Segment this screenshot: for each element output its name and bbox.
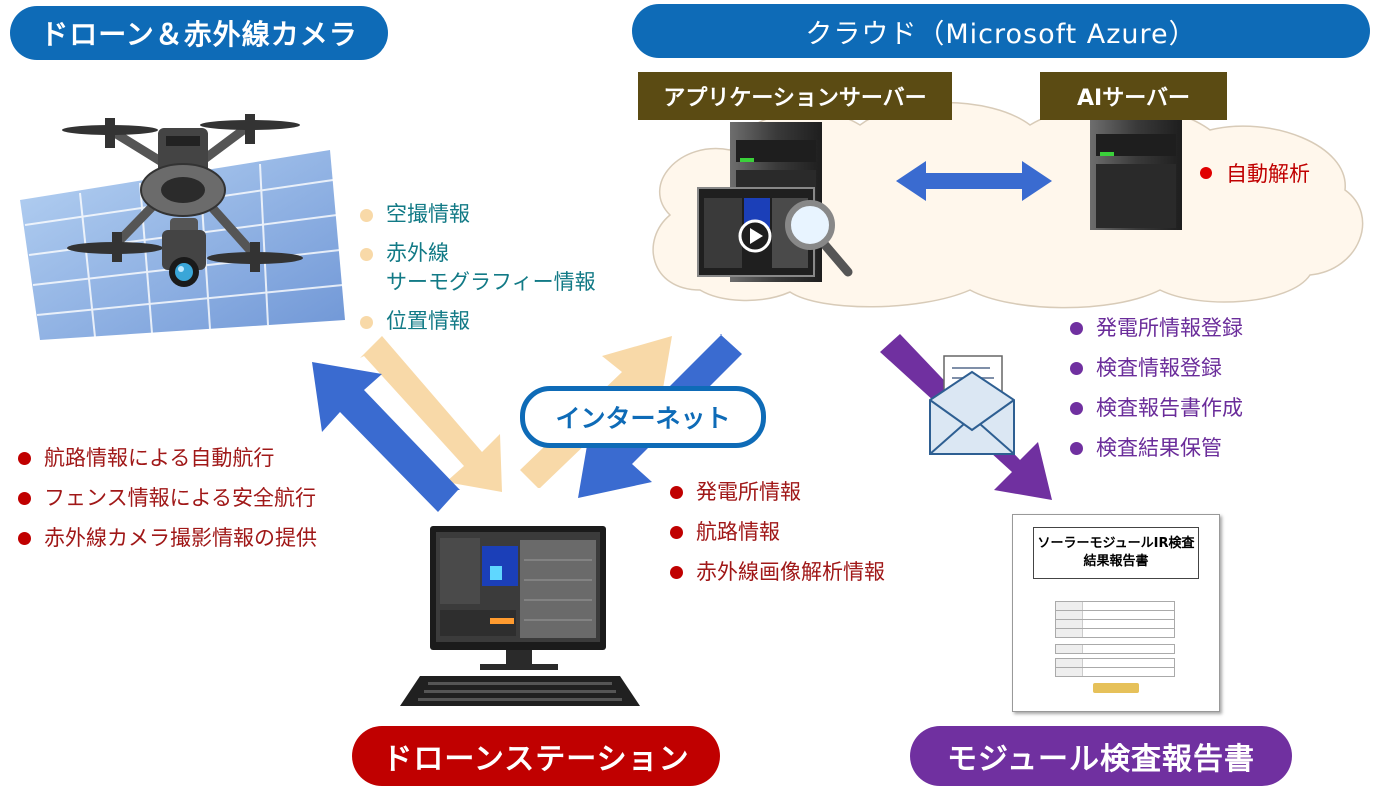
cloud-header: クラウド（Microsoft Azure） (632, 4, 1370, 58)
ai-server-image (1090, 118, 1182, 230)
list-item: 検査情報登録 (1066, 348, 1243, 388)
bullet-icon (1200, 167, 1212, 179)
bullet-icon (18, 492, 31, 505)
report-document-image: ソーラーモジュールIR検査 結果報告書 (1012, 514, 1220, 712)
bullet-icon (1070, 442, 1083, 455)
ai-server-label: AIサーバー (1040, 72, 1227, 120)
report-logo (1093, 683, 1139, 693)
list-item-label: 発電所情報登録 (1096, 316, 1243, 340)
list-item-label: フェンス情報による安全航行 (44, 486, 316, 510)
list-item: 航路情報 (666, 512, 885, 552)
ai-feature-label: 自動解析 (1226, 162, 1310, 186)
station-pc-image (400, 526, 640, 706)
module-report-header: モジュール検査報告書 (910, 726, 1292, 786)
internet-label: インターネット (520, 386, 766, 448)
internet-data-list: 発電所情報 航路情報 赤外線画像解析情報 (666, 472, 885, 592)
list-item-label: 発電所情報 (696, 480, 801, 504)
bullet-icon (1070, 322, 1083, 335)
list-item: 赤外線 サーモグラフィー情報 (356, 239, 596, 297)
report-title: ソーラーモジュールIR検査 結果報告書 (1033, 527, 1199, 579)
bullet-icon (1070, 362, 1083, 375)
list-item-label: 空撮情報 (386, 202, 470, 226)
bullet-icon (360, 209, 373, 222)
drone-camera-header: ドローン＆赤外線カメラ (10, 6, 388, 60)
list-item: 発電所情報登録 (1066, 308, 1243, 348)
bullet-icon (360, 248, 373, 261)
envelope-icon (929, 355, 1015, 455)
list-item: 空撮情報 (356, 200, 596, 229)
list-item: 発電所情報 (666, 472, 885, 512)
ai-feature-item: 自動解析 (1196, 158, 1310, 188)
list-item-label: 検査結果保管 (1096, 436, 1222, 460)
magnifier-image (785, 200, 853, 277)
bullet-icon (18, 532, 31, 545)
list-item-label: 航路情報による自動航行 (44, 446, 275, 470)
cloud-task-list: 発電所情報登録 検査情報登録 検査報告書作成 検査結果保管 (1066, 308, 1243, 468)
list-item-label: 赤外線画像解析情報 (696, 560, 885, 584)
list-item-label: 赤外線 サーモグラフィー情報 (386, 241, 596, 294)
bullet-icon (18, 452, 31, 465)
bullet-icon (670, 486, 683, 499)
report-title-line1: ソーラーモジュールIR検査 (1037, 536, 1195, 551)
list-item: 赤外線カメラ撮影情報の提供 (14, 518, 317, 558)
report-table (1055, 601, 1175, 677)
list-item-label: 位置情報 (386, 309, 470, 333)
list-item-label: 赤外線カメラ撮影情報の提供 (44, 526, 317, 550)
list-item-label: 検査情報登録 (1096, 356, 1222, 380)
list-item: 検査報告書作成 (1066, 388, 1243, 428)
drone-station-header: ドローンステーション (352, 726, 720, 786)
report-title-line2: 結果報告書 (1083, 554, 1149, 569)
drone-image (62, 114, 303, 287)
list-item: 検査結果保管 (1066, 428, 1243, 468)
bullet-icon (1070, 402, 1083, 415)
bullet-icon (670, 566, 683, 579)
list-item-label: 航路情報 (696, 520, 780, 544)
drone-info-list: 空撮情報 赤外線 サーモグラフィー情報 位置情報 (356, 200, 596, 346)
list-item: 航路情報による自動航行 (14, 438, 317, 478)
station-feature-list: 航路情報による自動航行 フェンス情報による安全航行 赤外線カメラ撮影情報の提供 (14, 438, 317, 558)
list-item: 位置情報 (356, 307, 596, 336)
server-link-arrow (896, 161, 1052, 201)
bullet-icon (360, 316, 373, 329)
list-item: 赤外線画像解析情報 (666, 552, 885, 592)
list-item-label: 検査報告書作成 (1096, 396, 1243, 420)
bullet-icon (670, 526, 683, 539)
list-item: フェンス情報による安全航行 (14, 478, 317, 518)
app-server-label: アプリケーションサーバー (638, 72, 952, 120)
